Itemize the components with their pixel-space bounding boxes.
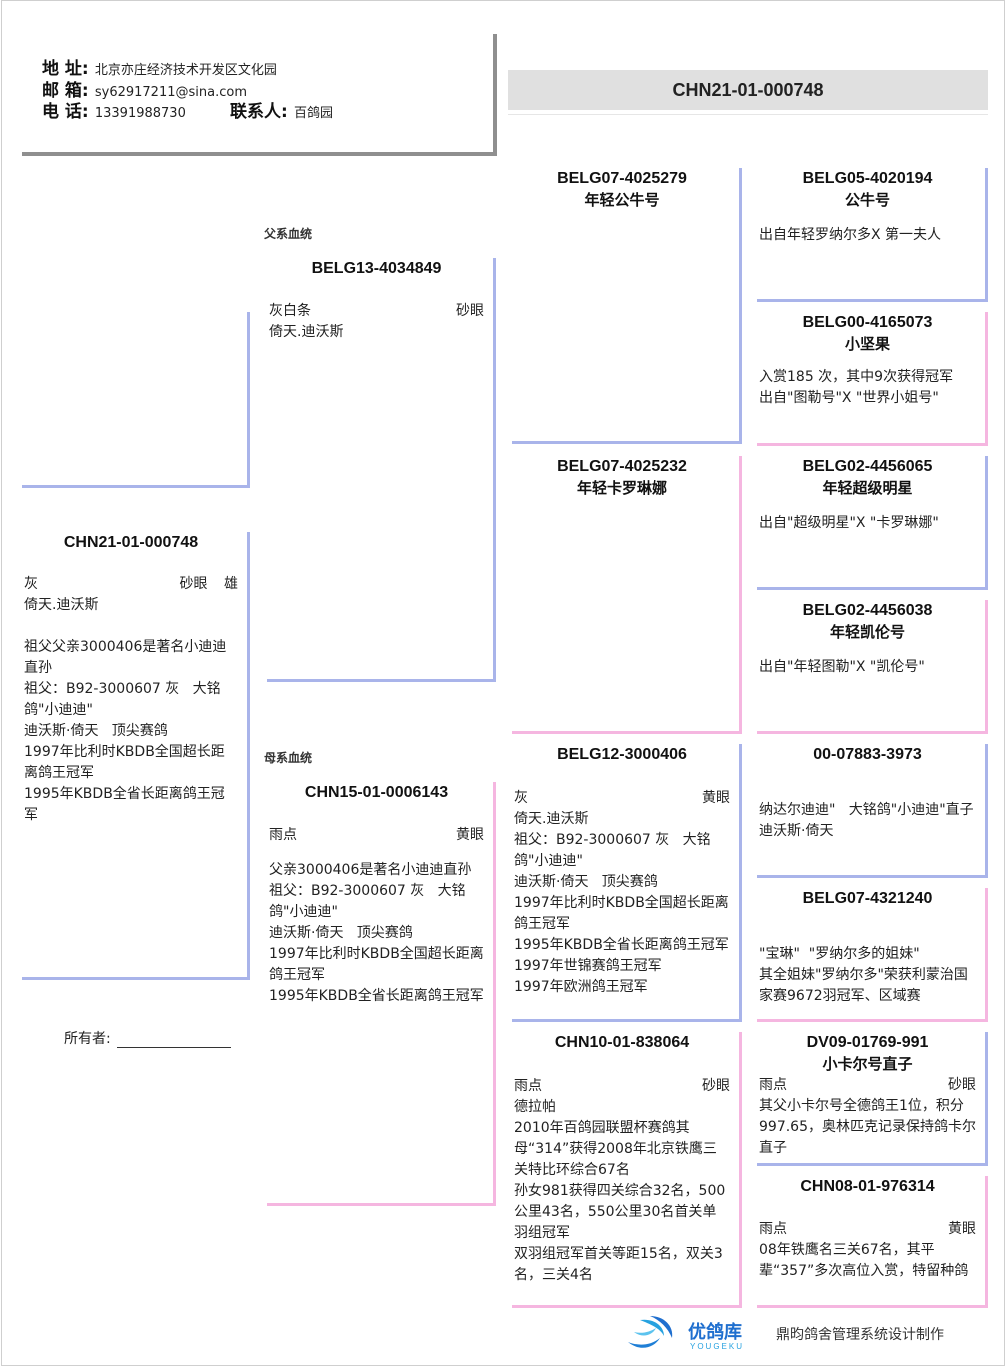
subject-eye: 砂眼	[179, 576, 208, 592]
gen4-card-6: BELG07-4321240 "宝琳" "罗纳尔多的姐妹" 其全姐妹"罗纳尔多"…	[757, 888, 988, 1022]
grandsire-dam-card: BELG12-3000406 灰 黄眼 倚天.迪沃斯 祖父：B92-300060…	[512, 744, 742, 1022]
contact-person-label: 联系人:	[229, 102, 288, 122]
gen4-notes: 纳达尔迪迪" 大铭鸽"小迪迪"直子 迪沃斯·倚天	[759, 802, 974, 839]
sire-eye: 砂眼	[456, 303, 484, 319]
gen4-ring: CHN08-01-976314	[800, 1178, 935, 1195]
yougeku-logo-icon	[628, 1316, 673, 1348]
gen3-eye: 黄眼	[702, 790, 730, 806]
gen4-name: 年轻凯伦号	[829, 623, 905, 641]
gen4-name: 年轻超级明星	[822, 479, 913, 497]
sire-color: 灰白条	[269, 303, 311, 319]
gen3-traits: 雨点 砂眼	[514, 1076, 730, 1097]
connector-line	[22, 485, 250, 488]
gen4-ring: BELG07-4321240	[802, 890, 933, 907]
gen3-name: 年轻公牛号	[584, 191, 660, 209]
subject-color: 灰	[24, 576, 38, 592]
grandsire-sire-card: BELG07-4025279 年轻公牛号	[512, 168, 742, 444]
subject-sex: 雄	[224, 576, 238, 592]
owner-label: 所有者:	[64, 1031, 111, 1047]
gen4-notes: "宝琳" "罗纳尔多的姐妹" 其全姐妹"罗纳尔多"荣获利蒙治国家赛9672羽冠军…	[759, 946, 968, 1004]
gen3-ring: CHN10-01-838064	[554, 1034, 690, 1051]
gen4-card-4: BELG02-4456038 年轻凯伦号 出自"年轻图勒"X "凯伦号"	[757, 600, 988, 734]
gen4-card-2: BELG00-4165073 小坚果 入赏185 次，其中9次获得冠军 出自"图…	[757, 312, 988, 446]
email-line: 邮 箱: sy62917211@sina.com	[42, 76, 247, 101]
dam-card: CHN15-01-0006143 雨点 黄眼 父亲3000406是著名小迪迪直孙…	[267, 782, 496, 1206]
gen4-notes: 08年铁鹰名三关67名，其平辈“357”多次高位入赏，特留种鸽	[759, 1242, 969, 1279]
gen4-name: 小坚果	[844, 335, 890, 353]
gen4-notes: 出自"超级明星"X "卡罗琳娜"	[759, 515, 939, 531]
gen4-card-8: CHN08-01-976314 雨点 黄眼 08年铁鹰名三关67名，其平辈“35…	[757, 1176, 988, 1308]
gen4-eye: 黄眼	[948, 1221, 976, 1237]
sire-traits: 灰白条 砂眼	[269, 301, 484, 322]
gen4-name: 小卡尔号直子	[822, 1055, 913, 1073]
subject-strain: 倚天.迪沃斯	[24, 597, 99, 613]
dam-color: 雨点	[269, 827, 297, 843]
gen4-notes: 入赏185 次，其中9次获得冠军 出自"图勒号"X "世界小姐号"	[759, 369, 954, 406]
gen4-card-1: BELG05-4020194 公牛号 出自年轻罗纳尔多X 第一夫人	[757, 168, 988, 302]
gen4-color: 雨点	[759, 1077, 787, 1093]
logo-subtitle: YOUGEKU	[690, 1342, 745, 1351]
subject-ring: CHN21-01-000748	[63, 534, 199, 551]
gen4-card-7: DV09-01769-991 小卡尔号直子 雨点 砂眼 其父小卡尔号全德鸽王1位…	[757, 1032, 988, 1166]
dam-ring: CHN15-01-0006143	[304, 784, 449, 801]
gen4-card-5: 00-07883-3973 纳达尔迪迪" 大铭鸽"小迪迪"直子 迪沃斯·倚天	[757, 744, 988, 878]
owner-blank[interactable]	[116, 1031, 231, 1048]
address-value: 北京亦庄经济技术开发区文化园	[94, 63, 277, 78]
gen3-name: 年轻卡罗琳娜	[576, 479, 667, 497]
gen4-notes: 出自"年轻图勒"X "凯伦号"	[759, 659, 925, 675]
gen4-eye: 砂眼	[948, 1077, 976, 1093]
gen4-traits: 雨点 砂眼	[759, 1075, 976, 1096]
dam-traits: 雨点 黄眼	[269, 825, 484, 846]
email-label: 邮 箱:	[42, 81, 89, 101]
gen3-ring: BELG12-3000406	[557, 746, 687, 763]
gen4-notes: 其父小卡尔号全德鸽王1位，积分997.65，奥林匹克记录保持鸽卡尔直子	[759, 1098, 976, 1156]
sire-side-label: 父系血统	[264, 227, 313, 241]
contact-block: 地 址: 北京亦庄经济技术开发区文化园 邮 箱: sy62917211@sina…	[22, 34, 497, 156]
dam-eye: 黄眼	[456, 827, 484, 843]
phone-label: 电 话:	[42, 102, 89, 122]
sire-card: BELG13-4034849 灰白条 砂眼 倚天.迪沃斯	[267, 258, 496, 682]
gen3-ring: BELG07-4025232	[557, 458, 687, 475]
gen4-ring: BELG00-4165073	[802, 314, 933, 331]
subject-notes: 祖父父亲3000406是著名小迪迪直孙 祖父：B92-3000607 灰 大铭鸽…	[24, 639, 227, 823]
gen4-ring: BELG02-4456038	[802, 602, 933, 619]
dam-notes: 父亲3000406是著名小迪迪直孙 祖父：B92-3000607 灰 大铭鸽"小…	[269, 862, 484, 1004]
gen4-color: 雨点	[759, 1221, 787, 1237]
phone-line: 电 话: 13391988730 联系人: 百鸽园	[42, 97, 333, 122]
subject-traits: 灰 砂眼 雄	[24, 574, 238, 595]
gen3-notes: 德拉帕 2010年百鸽园联盟杯赛鸽其母“314”获得2008年北京铁鹰三关特比环…	[514, 1099, 726, 1283]
phone-value: 13391988730	[94, 106, 186, 121]
dam-side-label: 母系血统	[264, 751, 313, 765]
owner-field: 所有者:	[64, 1028, 231, 1048]
gen4-ring: DV09-01769-991	[806, 1034, 929, 1051]
granddam-dam-card: CHN10-01-838064 雨点 砂眼 德拉帕 2010年百鸽园联盟杯赛鸽其…	[512, 1032, 742, 1308]
sire-ring: BELG13-4034849	[311, 260, 442, 277]
gen3-eye: 砂眼	[702, 1078, 730, 1094]
pedigree-title: CHN21-01-000748	[508, 70, 988, 110]
address-line: 地 址: 北京亦庄经济技术开发区文化园	[42, 54, 277, 79]
gen3-color: 灰	[514, 790, 528, 806]
gen3-ring: BELG07-4025279	[557, 170, 687, 187]
gen4-ring: BELG05-4020194	[802, 170, 933, 187]
address-label: 地 址:	[42, 59, 89, 79]
gen3-color: 雨点	[514, 1078, 542, 1094]
footer: 优鸽库 YOUGEKU 鼎昀鸽舍管理系统设计制作	[620, 1312, 990, 1356]
subject-card: CHN21-01-000748 灰 砂眼 雄 倚天.迪沃斯 祖父父亲300040…	[22, 532, 250, 980]
gen4-ring: BELG02-4456065	[802, 458, 933, 475]
granddam-sire-card: BELG07-4025232 年轻卡罗琳娜	[512, 456, 742, 734]
gen4-traits: 雨点 黄眼	[759, 1219, 976, 1240]
connector-line	[247, 312, 250, 488]
gen4-ring: 00-07883-3973	[813, 746, 922, 763]
logo-name: 优鸽库	[688, 1322, 742, 1343]
email-value: sy62917211@sina.com	[94, 85, 247, 100]
gen3-traits: 灰 黄眼	[514, 788, 730, 809]
contact-person-value: 百鸽园	[293, 106, 333, 121]
gen4-card-3: BELG02-4456065 年轻超级明星 出自"超级明星"X "卡罗琳娜"	[757, 456, 988, 590]
credit-text: 鼎昀鸽舍管理系统设计制作	[776, 1327, 944, 1343]
gen4-name: 公牛号	[844, 191, 890, 209]
gen4-notes: 出自年轻罗纳尔多X 第一夫人	[759, 227, 942, 243]
gen3-notes: 倚天.迪沃斯 祖父：B92-3000607 灰 大铭鸽"小迪迪" 迪沃斯·倚天 …	[514, 811, 729, 995]
title-divider	[508, 114, 988, 115]
sire-strain: 倚天.迪沃斯	[269, 324, 344, 340]
